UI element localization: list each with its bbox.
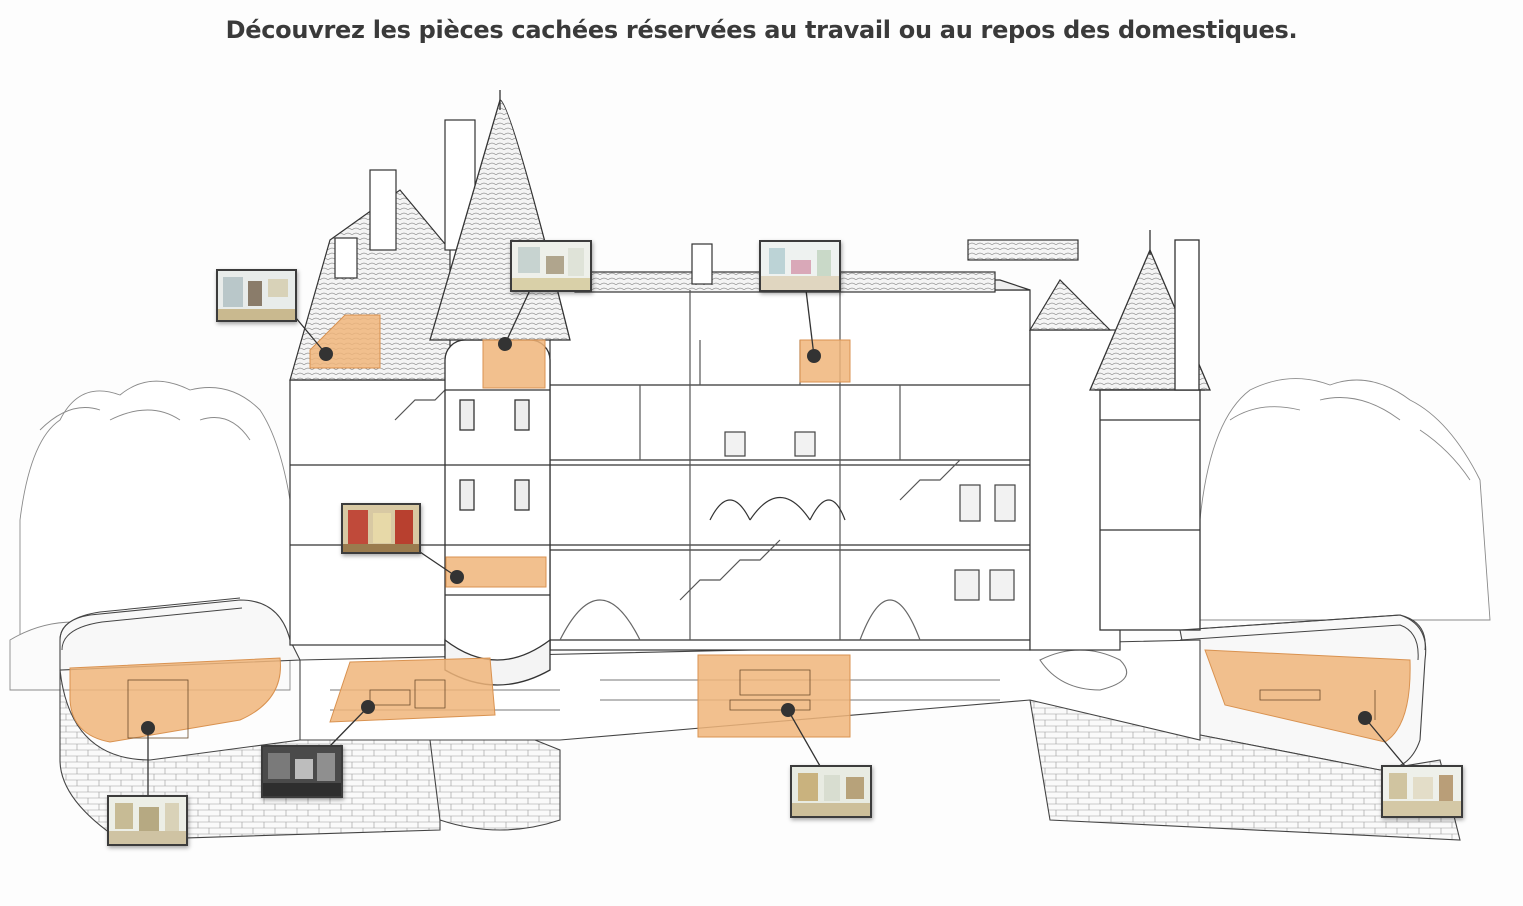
hotspot-marker-basement-left[interactable] bbox=[141, 721, 155, 735]
tower-top-room-area bbox=[482, 339, 546, 389]
hotspot-marker-basement-right[interactable] bbox=[1358, 711, 1372, 725]
basement-center-room-area bbox=[697, 654, 851, 738]
highlighted-rooms bbox=[69, 314, 1411, 743]
room-thumbnail-attic-right[interactable] bbox=[759, 240, 841, 292]
room-thumbnail-basement-kitchen[interactable] bbox=[261, 745, 343, 798]
hotspot-marker-basement-kitchen[interactable] bbox=[361, 700, 375, 714]
room-thumbnail-basement-left[interactable] bbox=[107, 795, 188, 846]
basement-left-room-area bbox=[69, 657, 281, 743]
right-tower bbox=[1089, 230, 1211, 631]
hotspot-marker-tower-top[interactable] bbox=[498, 337, 512, 351]
leader-lines bbox=[147, 289, 1406, 795]
room-thumbnail-tower-top[interactable] bbox=[510, 240, 592, 292]
page-title: Découvrez les pièces cachées réservées a… bbox=[225, 16, 1298, 44]
room-thumbnail-attic-left[interactable] bbox=[216, 269, 297, 322]
basement-kitchen-area bbox=[329, 657, 496, 723]
hotspot-marker-attic-left[interactable] bbox=[319, 347, 333, 361]
room-thumbnail-basement-center[interactable] bbox=[790, 765, 872, 818]
hotspot-marker-attic-right[interactable] bbox=[807, 349, 821, 363]
hotspot-markers bbox=[141, 337, 1372, 735]
hotspot-marker-tower-middle[interactable] bbox=[450, 570, 464, 584]
room-details bbox=[127, 669, 1376, 739]
attic-right-room-area bbox=[799, 339, 851, 383]
hotspot-marker-basement-center[interactable] bbox=[781, 703, 795, 717]
tower-middle-room-area bbox=[445, 556, 547, 588]
room-thumbnail-basement-right[interactable] bbox=[1381, 765, 1463, 818]
left-balustrade bbox=[59, 597, 1426, 661]
room-thumbnail-tower-middle[interactable] bbox=[341, 503, 421, 554]
main-building bbox=[289, 119, 1175, 651]
